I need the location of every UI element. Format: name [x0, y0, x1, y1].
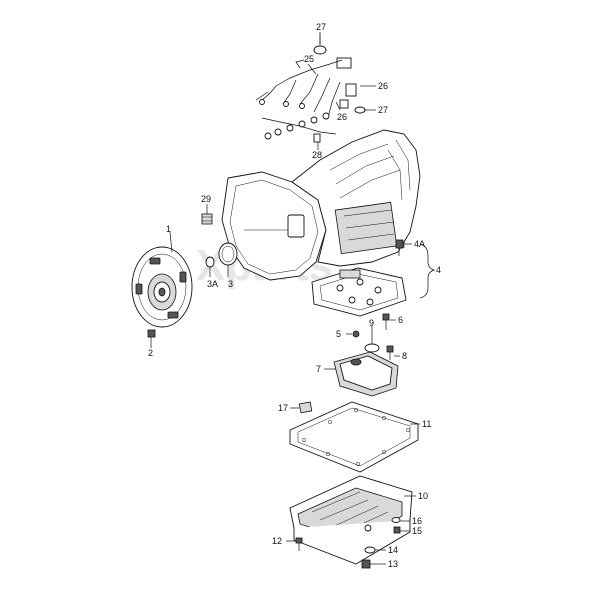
callout-labels: 27 25 26 27 26 28 29 1 2 3A 3 4A 4 5 6 9… — [148, 22, 441, 569]
callout-25: 25 — [304, 54, 314, 64]
oil-pan — [289, 475, 413, 565]
callout-15: 15 — [412, 526, 422, 536]
wiring-harness — [255, 32, 366, 143]
plug-15 — [393, 526, 401, 534]
callout-17: 17 — [278, 403, 288, 413]
seal-16 — [391, 517, 401, 523]
screw-6 — [382, 313, 390, 330]
callout-29: 29 — [201, 194, 211, 204]
callout-27-right: 27 — [378, 105, 388, 115]
connector-25 — [336, 57, 352, 69]
bolt-12 — [295, 537, 303, 551]
callout-12: 12 — [272, 536, 282, 546]
callout-3: 3 — [228, 279, 233, 289]
seal-ring-3 — [218, 242, 238, 266]
callout-4: 4 — [436, 265, 441, 275]
callout-3a: 3A — [207, 279, 218, 289]
callout-16: 16 — [412, 516, 422, 526]
sensor-4a — [395, 239, 404, 256]
connector-26 — [345, 83, 357, 97]
callout-13: 13 — [388, 559, 398, 569]
o-ring-27-top — [313, 45, 327, 55]
drain-plug-13 — [361, 559, 371, 569]
callout-5: 5 — [336, 329, 341, 339]
callout-1: 1 — [166, 224, 171, 234]
callout-14: 14 — [388, 545, 398, 555]
screw-8 — [386, 345, 394, 360]
o-ring-27-side — [354, 106, 366, 114]
callout-11: 11 — [422, 419, 431, 429]
callout-26-right: 26 — [378, 81, 388, 91]
screw-5 — [352, 330, 360, 338]
seal-14 — [364, 546, 376, 554]
callout-26-lower: 26 — [337, 112, 347, 122]
torque-converter — [131, 246, 193, 328]
oil-pan-gasket — [289, 401, 419, 473]
o-ring-3a — [205, 256, 215, 268]
callout-28: 28 — [312, 150, 322, 160]
callout-7: 7 — [316, 364, 321, 374]
oil-filter — [333, 351, 399, 397]
magnet-17 — [298, 401, 313, 414]
callout-10: 10 — [418, 491, 428, 501]
callout-2: 2 — [148, 348, 153, 358]
callout-27-top: 27 — [316, 22, 326, 32]
callout-4a: 4A — [414, 239, 425, 249]
callout-6: 6 — [398, 315, 403, 325]
spring-29 — [201, 213, 213, 225]
callout-8: 8 — [402, 351, 407, 361]
callout-9: 9 — [369, 318, 374, 328]
mechatronic-unit — [311, 267, 407, 317]
bolt-2 — [147, 329, 156, 346]
leader-lines — [150, 34, 420, 565]
sensor-28 — [313, 133, 321, 143]
transmission-housing — [221, 129, 421, 281]
o-ring-9 — [364, 343, 380, 353]
